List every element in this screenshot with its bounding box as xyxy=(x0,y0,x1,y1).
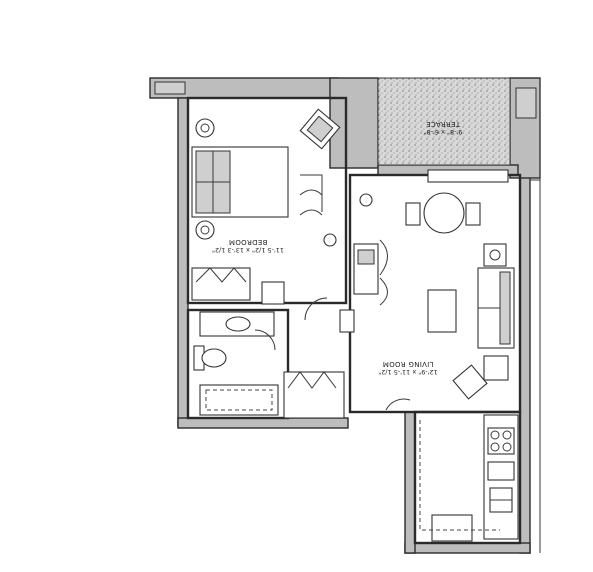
kitchen-door-swing xyxy=(385,398,411,411)
column xyxy=(515,87,537,119)
armchair xyxy=(452,364,488,400)
living-label-group: LIVING ROOM 12'-9" x 11'-5 1/2" xyxy=(378,360,438,376)
living-area xyxy=(339,173,522,414)
side-table xyxy=(483,243,507,267)
burner-icon xyxy=(502,442,512,452)
plant-icon xyxy=(323,233,337,247)
bedroom-dimensions: 11'-5 1/2" x 13'-3 1/2" xyxy=(212,246,284,254)
plant-icon xyxy=(359,193,373,207)
bedroom-area xyxy=(186,96,348,305)
wall-left-kitchen xyxy=(404,411,416,554)
wall-bottom-kitchen xyxy=(404,542,531,554)
closet-doors xyxy=(195,267,247,283)
sink-icon xyxy=(225,316,251,332)
bathroom-outline xyxy=(186,308,290,420)
dining-table xyxy=(423,192,465,234)
column xyxy=(154,81,186,95)
burner-icon xyxy=(502,430,512,440)
wall-right xyxy=(519,174,531,554)
terrace-label: TERRACE xyxy=(426,120,461,128)
dresser xyxy=(261,281,285,305)
kitchen-area xyxy=(413,410,522,545)
terrace-sliding-door xyxy=(427,169,509,183)
terrace-area xyxy=(377,77,511,183)
upper-cabinets xyxy=(419,420,500,531)
terrace-dimensions: 9'-8" x 6'-8" xyxy=(424,128,463,136)
bathroom-door-swing xyxy=(254,329,276,351)
dining-chair xyxy=(405,202,421,226)
terrace-label-group: TERRACE 9'-8" x 6'-8" xyxy=(424,120,463,136)
toilet-icon xyxy=(201,348,227,368)
wall-column-top xyxy=(329,77,379,169)
entry-door-swing xyxy=(304,297,328,321)
lamp-icon xyxy=(195,118,215,138)
hall-closet-box xyxy=(283,371,345,419)
lamp-icon xyxy=(195,220,215,240)
terrace-floor xyxy=(378,78,510,165)
burner-icon xyxy=(490,430,500,440)
side-table xyxy=(483,355,509,381)
burner-icon xyxy=(490,442,500,452)
accent-chair xyxy=(339,309,355,333)
bedroom-label-group: BEDROOM 11'-5 1/2" x 13'-3 1/2" xyxy=(212,238,284,254)
wall-bottom-left xyxy=(177,417,349,429)
bedroom-label: BEDROOM xyxy=(229,238,268,246)
bedroom-door-swing xyxy=(300,174,323,212)
bedroom-closet xyxy=(191,267,251,301)
living-room-dimensions: 12'-9" x 11'-5 1/2" xyxy=(378,368,438,376)
kitchen-outline xyxy=(413,410,522,545)
wall-left xyxy=(177,97,189,427)
hall-closet xyxy=(283,371,345,419)
exterior-trim xyxy=(154,78,541,553)
coffee-table xyxy=(427,289,457,333)
bathroom-area xyxy=(186,308,290,420)
refrigerator xyxy=(431,514,473,542)
dining-chair xyxy=(465,202,481,226)
dishwasher xyxy=(487,461,515,481)
living-room-label: LIVING ROOM xyxy=(383,360,434,368)
